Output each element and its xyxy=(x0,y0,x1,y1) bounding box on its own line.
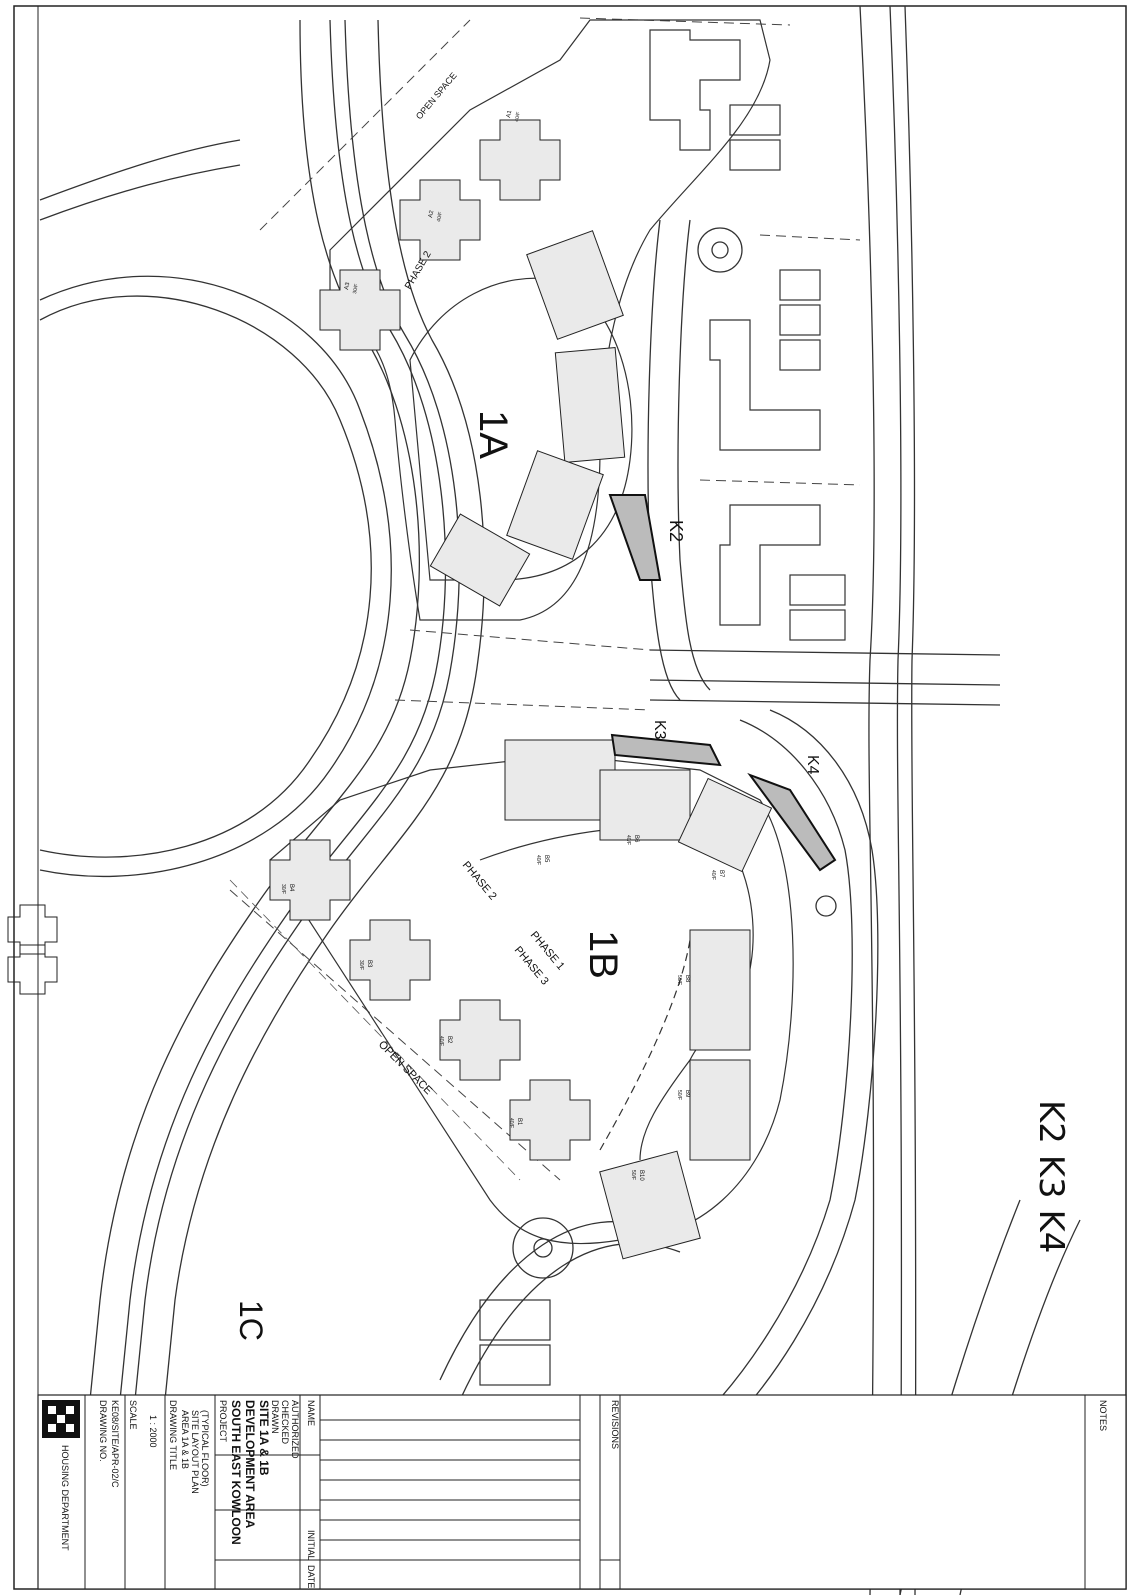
open-space-hatch xyxy=(229,879,521,1181)
date-label: DATE xyxy=(306,1565,316,1588)
drawing-title-3: (TYPICAL FLOOR) xyxy=(200,1410,210,1487)
block-b10-floors: 50/F xyxy=(630,1170,636,1180)
block-b5-floors: 40/F xyxy=(535,855,541,865)
checked-label: CHECKED xyxy=(280,1400,290,1445)
label-site-1b: 1B xyxy=(581,930,625,979)
block-b6-floors: 40/F xyxy=(625,835,631,845)
initial-label: INITIAL xyxy=(306,1530,316,1561)
label-phase-2-1b: PHASE 2 xyxy=(460,859,499,902)
label-open-space-north: OPEN SPACE xyxy=(414,71,459,122)
k-hatched-blocks xyxy=(608,494,837,872)
block-b4-floors: 30/F xyxy=(280,884,286,894)
block-b9: B9 xyxy=(684,1090,690,1098)
block-b1: B1 xyxy=(516,1118,522,1126)
block-b3: B3 xyxy=(366,960,372,968)
scale-value: 1 : 2000 xyxy=(148,1415,158,1448)
project-line-3: SITE 1A & 1B xyxy=(257,1400,271,1476)
notes-label: NOTES xyxy=(1098,1400,1108,1431)
housing-department-logo-icon xyxy=(42,1400,80,1438)
authorized-label: AUTHORIZED xyxy=(290,1400,300,1459)
drawing-no-label: DRAWING NO. xyxy=(98,1400,108,1462)
block-b8-floors: 50/F xyxy=(676,975,682,985)
drawing-title-1: AREA 1A & 1B xyxy=(180,1410,190,1469)
block-b2: B2 xyxy=(446,1036,452,1044)
block-b4: B4 xyxy=(288,884,294,892)
project-label: PROJECT xyxy=(218,1400,228,1443)
project-line-2: DEVELOPMENT AREA xyxy=(243,1400,257,1529)
name-label: NAME xyxy=(306,1400,316,1426)
roundabouts xyxy=(512,227,837,1279)
marker-k4: K4 xyxy=(804,755,821,775)
block-a3: A3 xyxy=(344,281,351,290)
block-b2-floors: 40/F xyxy=(438,1036,444,1046)
label-phase-2-1a: PHASE 2 xyxy=(403,249,434,291)
block-a2: A2 xyxy=(428,209,435,218)
legend-k-list: K2 K3 K4 xyxy=(1031,1100,1071,1253)
marker-k2: K2 xyxy=(666,520,686,542)
block-b9-floors: 50/F xyxy=(676,1090,682,1100)
drawing-title-2: SITE LAYOUT PLAN xyxy=(190,1410,200,1494)
buildings-1b xyxy=(269,739,773,1260)
block-b10: B10 xyxy=(638,1170,644,1181)
org-name: HOUSING DEPARTMENT xyxy=(60,1445,70,1551)
block-b1-floors: 40/F xyxy=(508,1118,514,1128)
site-1a-outline xyxy=(329,19,771,621)
scale-label: SCALE xyxy=(128,1400,138,1430)
right-facilities xyxy=(479,29,846,1386)
block-a2-floors: 40/F xyxy=(436,211,444,222)
revisions-label: REVISIONS xyxy=(610,1400,620,1449)
drawing-title-label: DRAWING TITLE xyxy=(168,1400,178,1470)
buildings-1a xyxy=(319,119,626,607)
block-a1-floors: 40/F xyxy=(514,111,522,122)
lot-boundaries xyxy=(229,17,861,1181)
marker-k3: K3 xyxy=(651,720,668,740)
label-open-space-south: OPEN SPACE xyxy=(376,1039,434,1097)
block-a3-floors: 30/F xyxy=(352,283,360,294)
block-b7: B7 xyxy=(718,870,724,878)
adjacent-building xyxy=(7,904,58,995)
block-a1: A1 xyxy=(506,109,513,118)
title-block: HOUSING DEPARTMENT DRAWING NO. KE08/SITE… xyxy=(37,1394,1127,1590)
block-b7-floors: 40/F xyxy=(710,870,716,880)
block-b3-floors: 30/F xyxy=(358,960,364,970)
label-site-1a: 1A xyxy=(471,410,515,459)
block-b6: B6 xyxy=(633,835,639,843)
block-b5: B5 xyxy=(543,855,549,863)
label-site-1c: 1C xyxy=(233,1300,269,1341)
block-b8: B8 xyxy=(684,975,690,983)
drawn-label: DRAWN xyxy=(270,1400,280,1434)
drawing-no: KE08/SITE/APR-02/C xyxy=(110,1400,120,1488)
project-line-1: SOUTH EAST KOWLOON xyxy=(229,1400,243,1545)
